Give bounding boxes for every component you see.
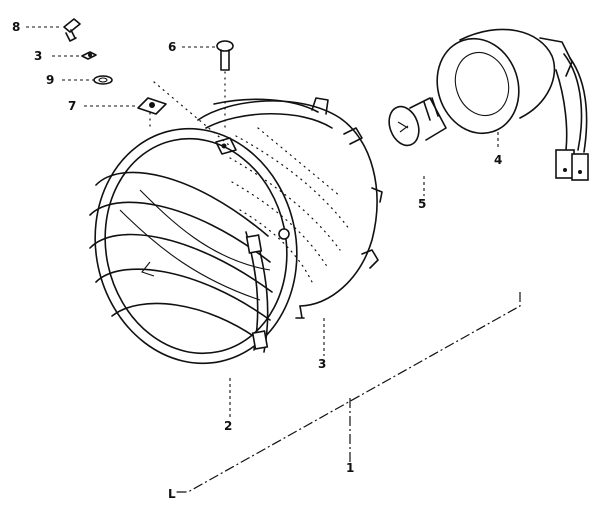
callout-7: 7 (68, 99, 76, 113)
part-7-nut-plate (137, 97, 167, 115)
callout-5: 5 (418, 197, 426, 211)
part-3-clip (81, 51, 97, 60)
part-8-screw (63, 18, 81, 42)
part-6-bolt (216, 40, 234, 71)
callout-l: L (168, 487, 176, 501)
callout-6: 6 (168, 40, 176, 54)
part-9-washer (93, 75, 113, 85)
callout-3-housing: 3 (318, 357, 326, 371)
part-3-headlamp-housing (197, 97, 383, 319)
part-4-socket-cover (436, 28, 589, 181)
callout-3-clip: 3 (34, 49, 42, 63)
part-5-bulb (388, 97, 447, 147)
callout-8: 8 (12, 20, 20, 34)
callout-4: 4 (494, 153, 502, 167)
part-2-headlamp-guard (89, 127, 298, 365)
callout-9: 9 (46, 73, 54, 87)
callout-2: 2 (224, 419, 232, 433)
callout-1: 1 (346, 461, 354, 475)
